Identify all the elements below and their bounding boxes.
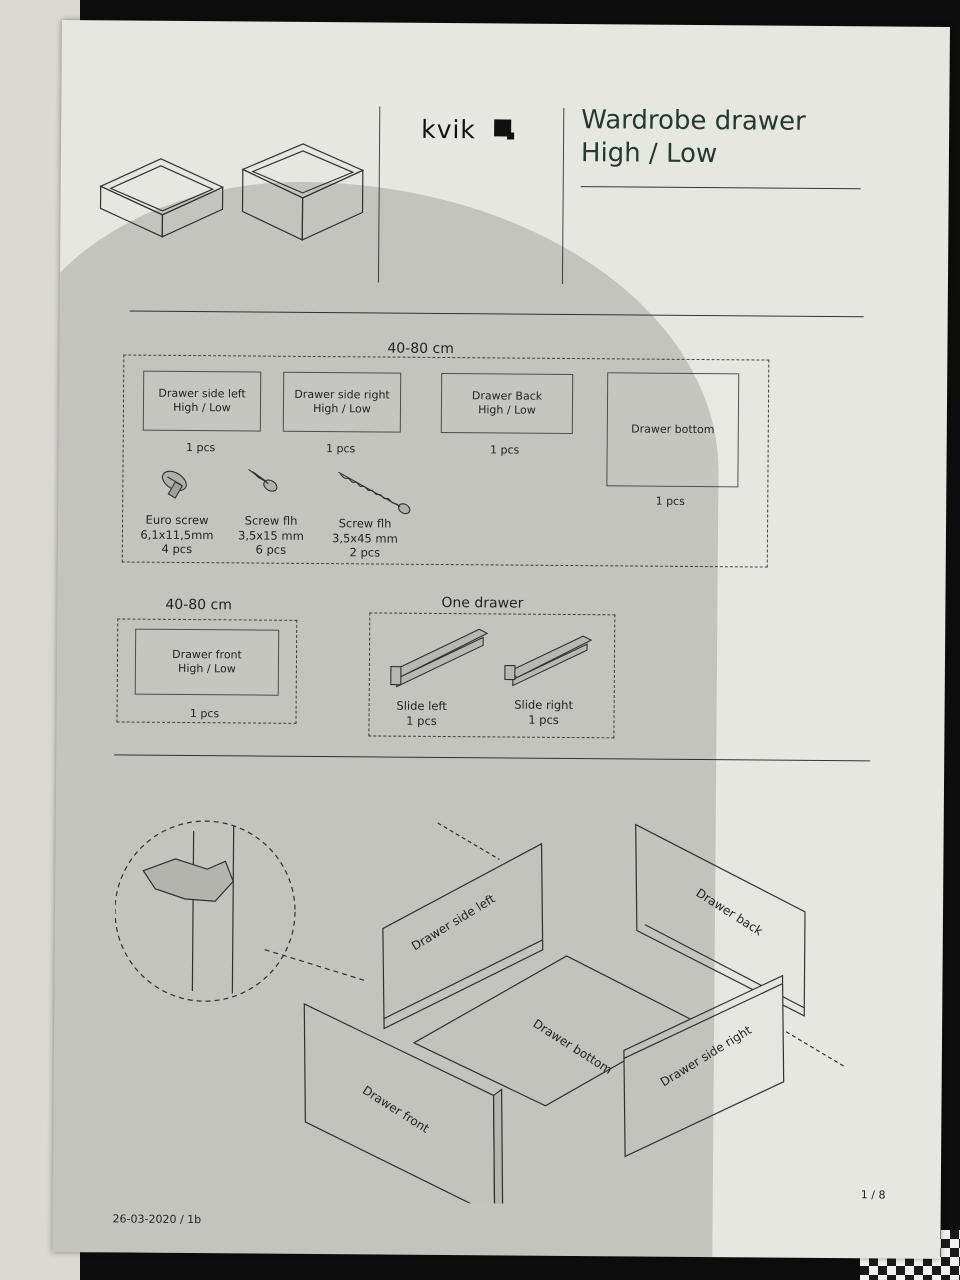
detail-euro-screw-head (142, 858, 234, 902)
low-drawer-top (99, 158, 225, 216)
brand-logo: kvik (421, 114, 476, 145)
part-drawer-side-right: Drawer side right High / Low (282, 371, 402, 433)
document-title: Wardrobe drawer High / Low (581, 104, 806, 172)
slide-left-icon (390, 628, 489, 688)
slides-heading: One drawer (441, 594, 524, 612)
short-screw-icon (248, 469, 278, 492)
parts-width-range: 40-80 cm (387, 340, 454, 358)
drawer-preview-illustrations (99, 143, 365, 241)
part-drawer-side-left: Drawer side left High / Low (142, 370, 262, 432)
qty-side-right: 1 pcs (325, 442, 356, 456)
panel-side-left (382, 842, 544, 1030)
qty-side-left: 1 pcs (185, 440, 216, 455)
slides-illustration (390, 628, 593, 688)
brand-logo-mark (494, 119, 512, 137)
title-underline (580, 186, 861, 190)
panel-side-right (623, 974, 785, 1158)
panel-back (635, 823, 806, 1017)
title-line-1: Wardrobe drawer (581, 105, 806, 137)
qty-front: 1 pcs (189, 707, 220, 721)
low-drawer-front (99, 185, 164, 238)
screw-illustrations (161, 469, 411, 515)
detail-magnifier (114, 820, 296, 1002)
long-screw-icon (338, 471, 411, 515)
part-drawer-back: Drawer Back High / Low (440, 372, 574, 435)
slide-right-icon (504, 635, 593, 687)
panel-front (303, 1002, 496, 1207)
assembly-diagram: Drawer side left Drawer back Drawer bott… (114, 820, 845, 1207)
screw-long-label: Screw flh 3,5x45 mm 2 pcs (331, 516, 398, 560)
part-drawer-front: Drawer front High / Low (134, 628, 280, 696)
qty-bottom: 1 pcs (655, 494, 685, 508)
slide-left-label: Slide left 1 pcs (396, 698, 447, 728)
instruction-sheet: kvik Wardrobe drawer High / Low 40-80 cm… (52, 20, 950, 1259)
header-divider-left (377, 106, 381, 283)
footer-date: 26-03-2020 / 1b (112, 1212, 202, 1227)
front-width-range: 40-80 cm (165, 596, 232, 614)
qty-back: 1 pcs (489, 443, 520, 457)
header-divider-right (561, 107, 565, 284)
part-drawer-bottom: Drawer bottom (606, 372, 740, 488)
section-divider-1 (129, 310, 864, 318)
euro-screw-icon (161, 470, 187, 499)
slide-right-label: Slide right 1 pcs (514, 697, 574, 727)
high-drawer-top (241, 143, 365, 199)
section-divider-2 (114, 754, 871, 762)
page-number: 1 / 8 (860, 1188, 886, 1202)
title-line-2: High / Low (580, 138, 718, 170)
